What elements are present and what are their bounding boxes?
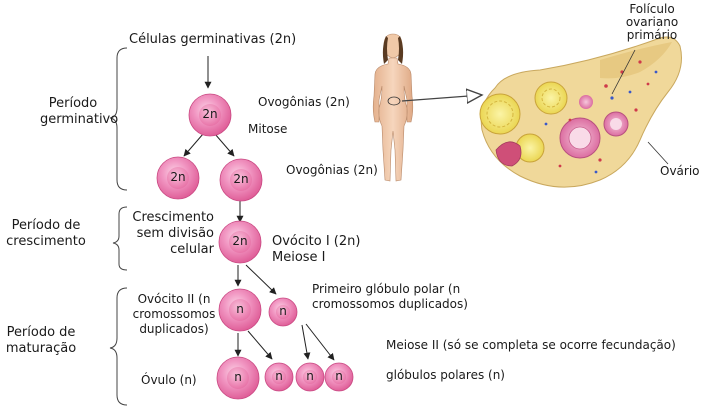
label-oogonia-2: Ovogônias (2n) <box>286 163 378 177</box>
pointer-follicle <box>611 49 636 95</box>
cell-label-oogonia-left: 2n <box>170 170 186 184</box>
label-oogonia-1: Ovogônias (2n) <box>258 95 350 109</box>
arrow-to-first-polar <box>245 264 277 295</box>
cell-label-ovum: n <box>234 370 242 384</box>
arrow-to-ovary <box>401 95 482 101</box>
label-oocyte-1: Ovócito I (2n) Meiose I <box>272 234 361 265</box>
label-ovum: Óvulo (n) <box>141 373 197 387</box>
brace-germinative <box>109 47 128 191</box>
label-mitosis: Mitose <box>248 122 288 136</box>
arrow-oogonia-left <box>183 133 204 157</box>
label-oocyte-2: Ovócito II (n cromossomos duplicados) <box>132 292 216 336</box>
cell-oogonia-right <box>219 158 263 202</box>
label-meiosis-2: Meiose II (só se completa se ocorre fecu… <box>386 338 676 352</box>
label-first-polar: Primeiro glóbulo polar (n cromossomos du… <box>312 282 468 311</box>
label-germ-cells: Células germinativas (2n) <box>129 32 297 47</box>
cell-ovum <box>216 356 260 400</box>
cell-label-oocyte-2: n <box>236 302 244 316</box>
cell-polar-c <box>324 362 354 392</box>
cell-label-oocyte-1: 2n <box>232 234 248 248</box>
arrow-to-polar-a <box>247 330 273 360</box>
label-ovary: Ovário <box>660 164 700 178</box>
cell-label-polar-a: n <box>275 369 283 383</box>
arrow-oogonia-right <box>214 133 235 157</box>
cell-polar-a <box>264 362 294 392</box>
label-growth-note: Crescimento sem divisão celular <box>132 210 214 257</box>
arrow-to-polar-b <box>301 324 311 360</box>
ovary-illustration <box>479 36 682 188</box>
arrow-to-polar-c <box>305 323 335 361</box>
label-follicle: Folículo ovariano primário <box>625 2 679 42</box>
cell-label-first-polar: n <box>279 304 287 318</box>
brace-maturation <box>109 287 128 406</box>
brace-growth <box>112 206 128 271</box>
phase-maturation: Período de maturação <box>5 325 77 356</box>
label-polar-bodies: glóbulos polares (n) <box>386 368 505 382</box>
cell-label-polar-c: n <box>335 369 343 383</box>
flow-arrows <box>183 56 335 361</box>
cell-label-oogonia-top: 2n <box>202 107 218 121</box>
pointer-ovary <box>647 141 669 165</box>
cell-oogonia-top <box>188 93 232 137</box>
phase-growth: Período de crescimento <box>6 218 86 249</box>
cell-oogonia-left <box>156 156 200 200</box>
cell-label-oogonia-right: 2n <box>233 172 249 186</box>
cell-polar-b <box>295 362 325 392</box>
cell-label-polar-b: n <box>306 369 314 383</box>
female-figure <box>372 33 414 182</box>
cell-first-polar <box>268 297 298 327</box>
phase-germinative: Período germinativo <box>40 96 119 127</box>
cell-oocyte-1 <box>218 220 262 264</box>
cell-oocyte-2 <box>218 288 262 332</box>
